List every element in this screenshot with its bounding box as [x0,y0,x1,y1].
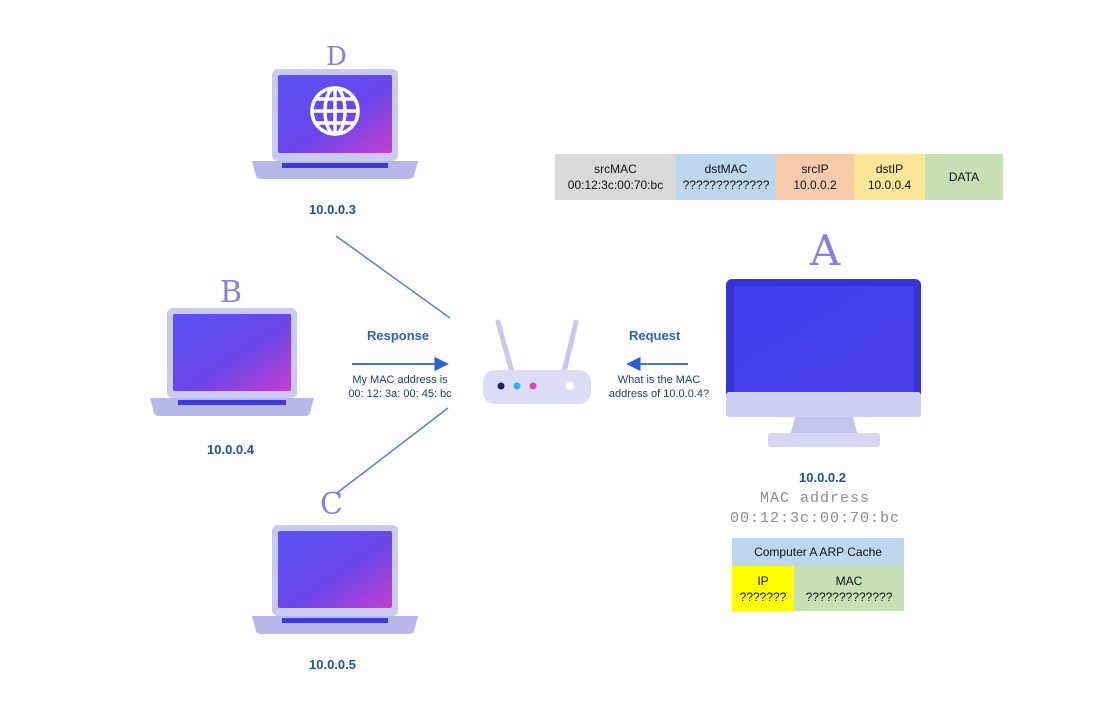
laptop-b [150,308,314,416]
router-led-3 [529,382,537,390]
response-line-1: My MAC address is [352,374,448,386]
node-c-ip: 10.0.0.5 [309,657,356,672]
arp-cache-mac-value: ????????????? [805,589,893,604]
laptop-c [252,525,418,634]
frame-dst-mac-value: ????????????? [682,178,770,192]
request-line-1: What is the MAC [617,374,701,386]
node-a-mac-label: MAC address [759,490,871,507]
router-led-1 [497,382,505,390]
frame-src-ip-value: 10.0.0.2 [793,178,837,192]
frame-src-ip: srcIP 10.0.0.2 [776,154,854,200]
desktop-a [726,279,921,447]
frame-data-label: DATA [948,170,980,184]
arp-cache-ip: IP ??????? [732,566,794,611]
node-b-letter: B [220,275,243,310]
request-line-2: address of 10.0.0.4? [608,388,710,400]
frame-src-ip-label: srcIP [801,162,829,176]
router-led-2 [513,382,521,390]
arp-cache-title: Computer A ARP Cache [732,538,904,566]
frame-src-mac-label: srcMAC [594,162,637,176]
router [483,319,591,404]
arp-cache-mac-label: MAC [835,573,863,588]
request-title: Request [629,328,681,343]
frame-src-mac-value: 00:12:3c:00:70:bc [567,178,664,192]
node-c-letter: C [320,487,343,522]
frame-data: DATA [925,154,1003,200]
frame-dst-mac-label: dstMAC [704,162,748,176]
globe-icon [310,86,360,136]
response-title: Response [367,328,430,343]
node-a-letter: A [810,226,841,275]
node-a-ip: 10.0.0.2 [799,470,846,485]
frame-dst-ip: dstIP 10.0.0.4 [854,154,925,200]
frame-dst-mac: dstMAC ????????????? [676,154,776,200]
frame-dst-ip-label: dstIP [875,162,904,176]
link-d-router [335,235,451,319]
laptop-d [252,69,418,179]
node-d-ip: 10.0.0.3 [309,202,356,217]
router-led-4 [566,382,574,390]
response-line-2: 00: 12: 3a: 00: 45: bc [348,388,452,400]
frame-dst-ip-value: 10.0.0.4 [867,178,912,192]
arp-cache-mac: MAC ????????????? [794,566,904,611]
node-d-letter: D [326,42,347,72]
frame-src-mac: srcMAC 00:12:3c:00:70:bc [555,154,676,200]
link-c-router [336,407,449,494]
arp-cache-ip-value: ??????? [739,589,787,604]
node-b-ip: 10.0.0.4 [207,442,254,457]
arp-cache-ip-label: IP [757,573,769,588]
node-a-mac-value: 00:12:3c:00:70:bc [729,510,901,527]
